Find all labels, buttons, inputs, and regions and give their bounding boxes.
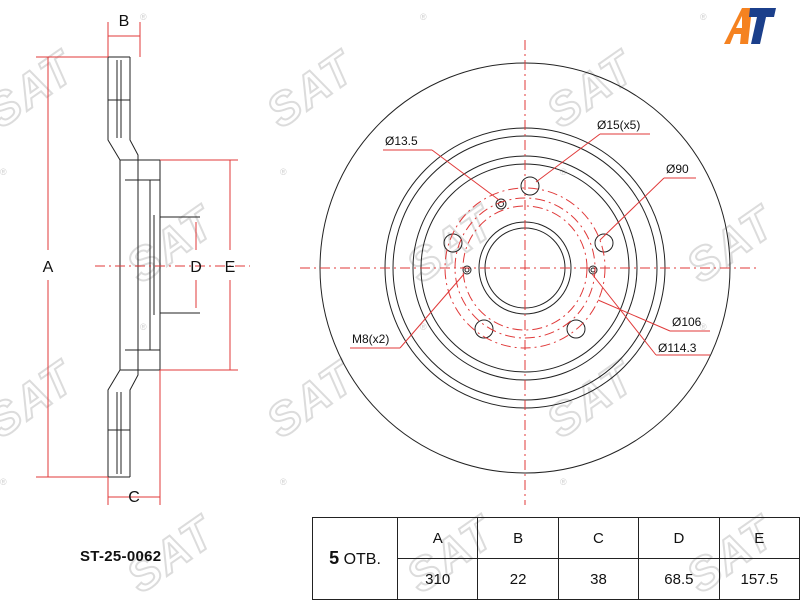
spec-header: A [396,517,479,559]
spec-header: D [638,517,720,559]
watermark-registered-mark: ® [280,167,287,177]
at-logo: AT [722,4,776,44]
watermark-text: SAT [257,350,366,448]
watermark-registered-mark: ® [700,322,707,332]
watermark-registered-mark: ® [140,322,147,332]
leader-lines [350,133,710,356]
part-number: ST-25-0062 [80,548,162,565]
holes-suffix: ОТВ. [343,551,381,568]
label-c: C [128,489,140,506]
label-a: A [43,259,54,276]
logo-text: AT [722,4,724,5]
watermark-registered-mark: ® [0,167,7,177]
spec-value: 68.5 [638,558,720,600]
label-dia-106: Ø106 [672,315,702,329]
spec-value: 310 [396,558,479,600]
watermark-registered-mark: ® [280,477,287,487]
stud-hole [566,319,586,339]
side-view [107,56,200,478]
label-m8: M8(x2) [352,332,389,346]
label-hole-13-5: Ø13.5 [385,134,418,148]
front-view-centerlines [300,40,760,505]
watermark-text: SAT [117,195,226,293]
label-stud-holes: Ø15(x5) [597,118,640,132]
spec-header: E [718,517,800,559]
label-b: B [119,13,130,30]
watermark-registered-mark: ® [140,12,147,22]
label-dia-90: Ø90 [666,162,689,176]
label-d: D [190,259,202,276]
stud-hole [594,233,614,253]
holes-cell: 5 ОТВ. [312,517,398,600]
spec-header-row: 5 ОТВ. A B C D E [312,517,800,600]
holes-count: 5 [329,548,340,568]
spec-header: C [557,517,640,559]
watermark-text: SAT [537,350,646,448]
spec-header: B [477,517,559,559]
watermark-registered-mark: ® [420,12,427,22]
watermark-text: SAT [0,40,86,138]
label-e: E [225,259,236,276]
spec-table: 5 ОТВ. A B C D E 310 22 38 68.5 157.5 [312,517,800,600]
label-pcd: Ø114.3 [658,341,697,355]
stud-hole [474,319,494,339]
logo-t-shape [749,8,776,44]
watermark-registered-mark: ® [560,167,567,177]
spec-value-row: 310 22 38 68.5 157.5 [313,558,800,600]
stud-hole [520,176,540,196]
watermark-text: SAT [677,195,786,293]
watermark-registered-mark: ® [420,322,427,332]
watermark-registered-mark: ® [700,12,707,22]
spec-value: 22 [477,558,559,600]
spec-value: 38 [557,558,640,600]
watermark-text: SAT [0,350,86,448]
side-view-dimensions [36,22,250,505]
watermark-registered-mark: ® [0,477,7,487]
watermark-registered-mark: ® [560,477,567,487]
watermark-text: SAT [257,40,366,138]
spec-value: 157.5 [718,558,800,600]
